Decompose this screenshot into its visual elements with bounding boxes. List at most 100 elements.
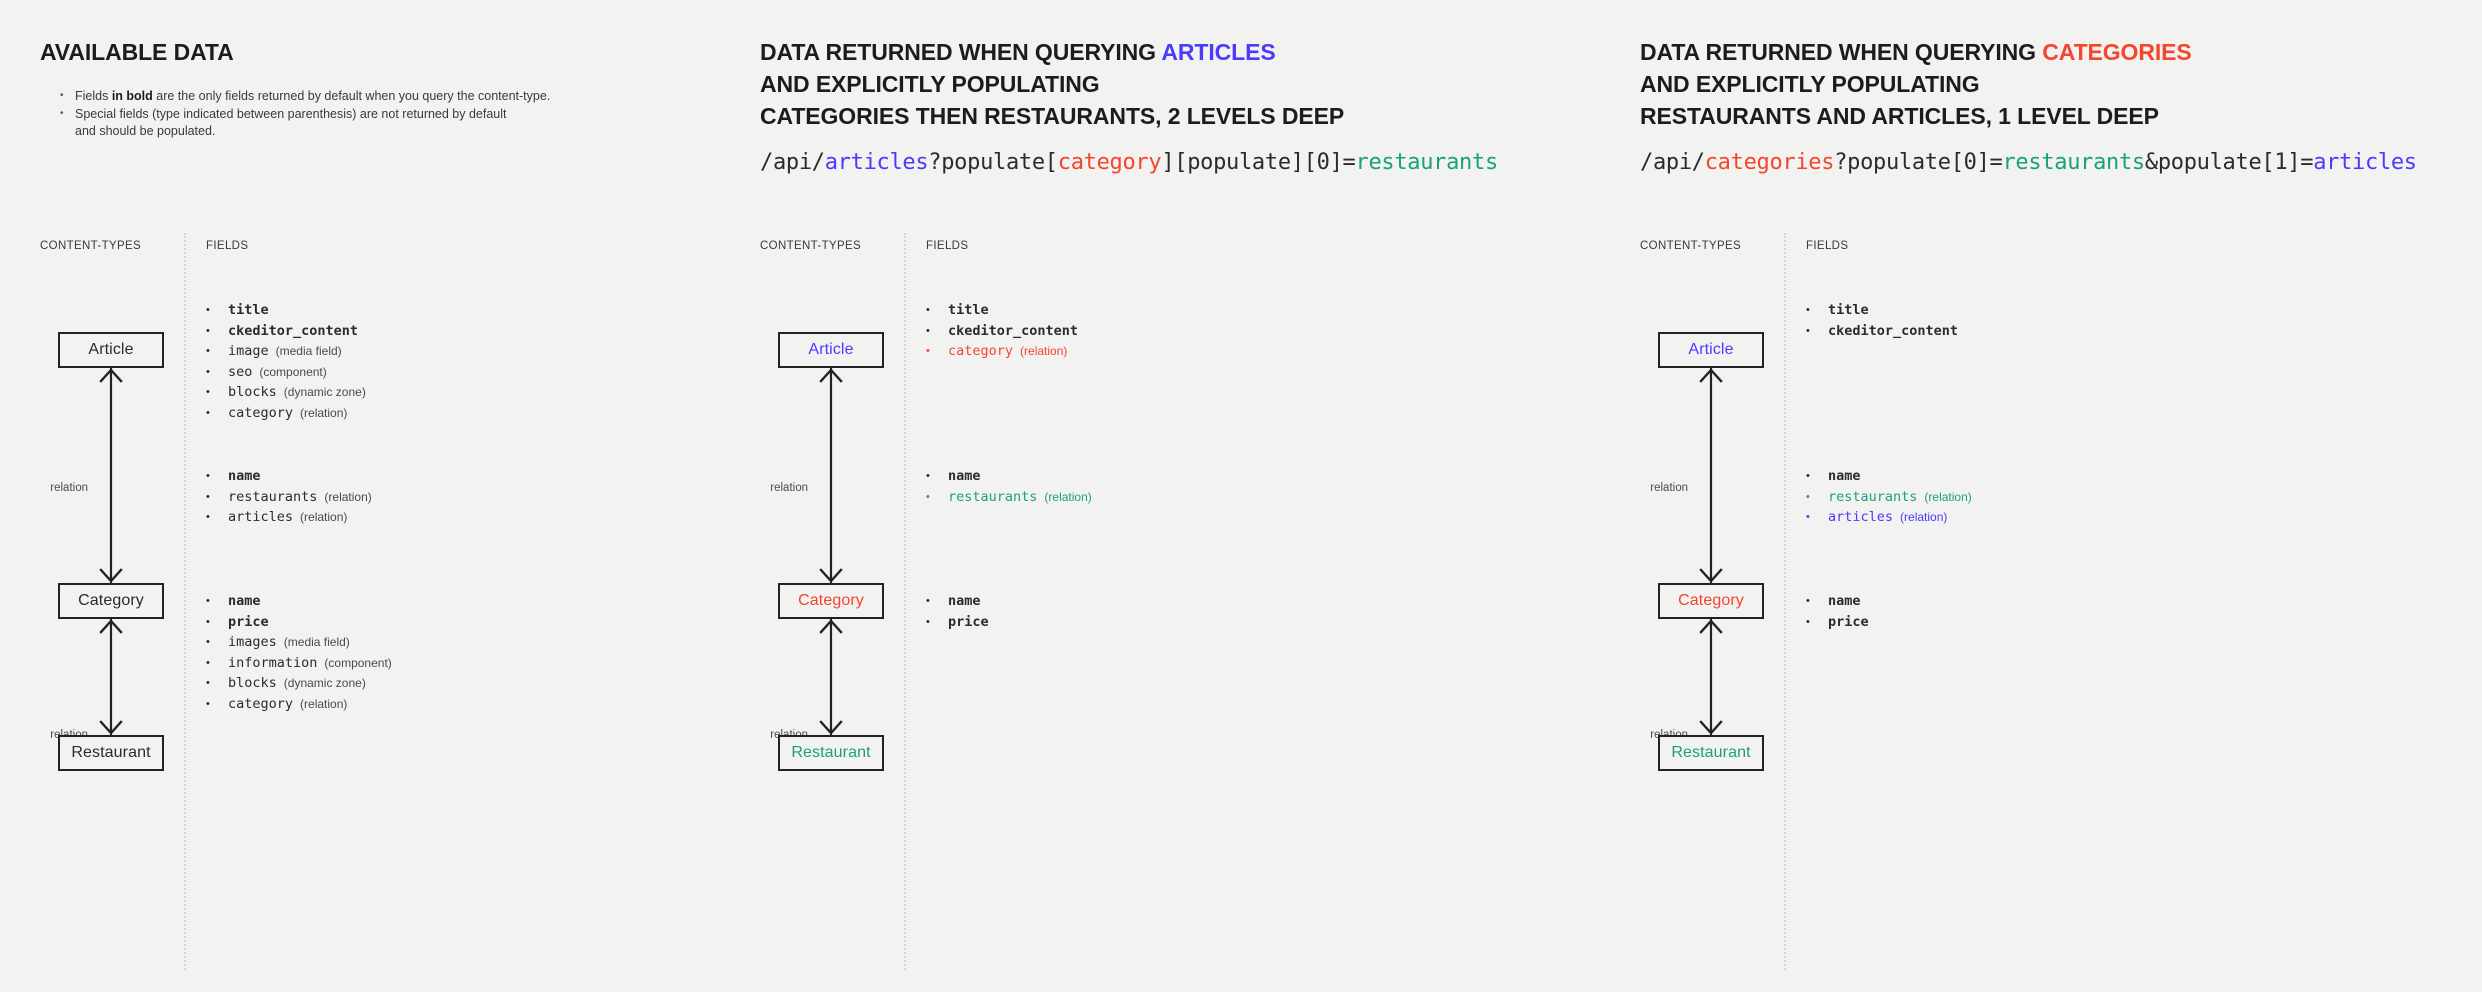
field-row: name [206,591,392,612]
column-label-content-types: CONTENT-TYPES [760,240,862,252]
arrowheads [1699,619,1723,735]
field-name: name [948,468,981,484]
field-row: ckeditor_content [1806,321,1958,342]
fields-group-article: titleckeditor_contentimage(media field)s… [206,300,366,423]
fields-group-article: titleckeditor_contentcategory(relation) [926,300,1078,362]
arrowheads [1699,368,1723,583]
relation-arrow-1 [1694,368,1728,583]
intro-notes: Fields in bold are the only fields retur… [58,87,618,141]
field-name: price [228,613,269,630]
node-category[interactable]: Category [778,583,884,619]
field-row: name [926,466,1092,487]
field-type: (dynamic zone) [283,385,366,399]
field-row: information(component) [206,653,392,674]
node-restaurant[interactable]: Restaurant [1658,735,1764,771]
heading-text: DATA RETURNED WHEN QUERYING [1640,39,2043,65]
field-name: articles [228,509,294,525]
field-type: (media field) [275,344,342,358]
field-row: blocks (dynamic zone) [206,673,392,694]
field-name: title [228,302,269,318]
arrowheads [819,368,843,583]
field-type: (relation) [300,510,348,524]
field-name: category [948,343,1014,359]
field-row: images(media field) [206,632,392,653]
relation-label: relation [770,482,808,494]
url-token: articles [2313,150,2417,175]
fields-group-category: namerestaurants(relation)articles(relati… [1806,466,1972,528]
node-article[interactable]: Article [1658,332,1764,368]
column-label-fields: FIELDS [1806,240,1849,252]
url-token: /api/ [1640,150,1705,175]
field-type: (dynamic zone) [283,676,366,690]
relation-arrow-2 [1694,619,1728,735]
field-name: name [228,593,261,609]
node-restaurant[interactable]: Restaurant [778,735,884,771]
field-row: category(relation) [206,694,392,715]
heading-line: AND EXPLICITLY POPULATING [1640,71,1980,97]
field-row: category (relation) [926,341,1078,362]
node-category[interactable]: Category [58,583,164,619]
column-divider [1784,233,1786,970]
fields-group-restaurant: name price [1806,591,1869,632]
field-row: articles(relation) [1806,507,1972,528]
column-label-content-types: CONTENT-TYPES [1640,240,1742,252]
url-token: ][populate][0]= [1161,150,1356,175]
url-token: categories [1704,150,1835,175]
column-label-fields: FIELDS [926,240,969,252]
field-name: name [1828,468,1861,484]
heading-line: DATA RETURNED WHEN QUERYING CATEGORIES [1640,36,2192,68]
field-row: restaurants(relation) [206,487,372,508]
fields-group-restaurant: nameprice [926,591,989,632]
intro-bold: in bold [111,89,153,103]
field-name: blocks [228,675,277,691]
field-name: name [228,468,261,484]
field-row: name [206,466,372,487]
field-type: (relation) [1924,489,1972,504]
field-name: name [1828,593,1861,609]
field-name: title [948,302,989,318]
field-type: (relation) [300,405,348,420]
fields-group-category: name restaurants(relation) [926,466,1092,507]
node-article[interactable]: Article [58,332,164,368]
panel-2: DATA RETURNED WHEN QUERYING CATEGORIES AN… [1600,0,2482,992]
url-token: &populate[1]= [2144,150,2314,175]
relation-arrow-1 [94,368,128,583]
relation-arrow-2 [94,619,128,735]
node-article[interactable]: Article [778,332,884,368]
panel-0: AVAILABLE DATA Fields in bold are the onl… [0,0,720,992]
panel-heading-2: DATA RETURNED WHEN QUERYING CATEGORIES AN… [1640,36,2192,132]
heading-accent: ARTICLES [1161,39,1276,65]
url-token: restaurants [2002,150,2145,175]
relation-arrow-2 [814,619,848,735]
field-name: category [228,695,294,712]
node-restaurant[interactable]: Restaurant [58,735,164,771]
url-token: ?populate[0]= [1834,150,2003,175]
field-name: price [1828,613,1869,630]
fields-group-category: name restaurants(relation)articles (relati… [206,466,372,528]
heading-text: AVAILABLE DATA [40,39,234,65]
column-label-content-types: CONTENT-TYPES [40,240,142,252]
field-row: price [1806,612,1869,633]
url-token: articles [824,150,929,175]
field-type: (media field) [283,635,350,649]
field-name: price [948,613,989,630]
intro-item: Fields in bold are the only fields retur… [58,87,618,106]
field-row: blocks(dynamic zone) [206,382,366,403]
field-row: name [926,591,989,612]
field-type: (relation) [324,489,372,504]
field-row: restaurants(relation) [926,487,1092,508]
field-row: title [206,300,366,321]
node-category[interactable]: Category [1658,583,1764,619]
heading-accent: CATEGORIES [2042,39,2192,65]
heading-text: DATA RETURNED WHEN QUERYING [760,39,1162,65]
field-row: title [926,300,1078,321]
field-name: image [228,343,269,359]
column-label-fields: FIELDS [206,240,249,252]
column-divider [184,233,186,970]
field-name: ckeditor_content [228,322,359,339]
url-token: category [1057,150,1162,175]
field-type: (relation) [1020,344,1068,358]
field-type: (component) [324,655,392,670]
field-name: category [228,404,294,421]
api-url: /api/articles?populate[category][populat… [760,148,1498,178]
